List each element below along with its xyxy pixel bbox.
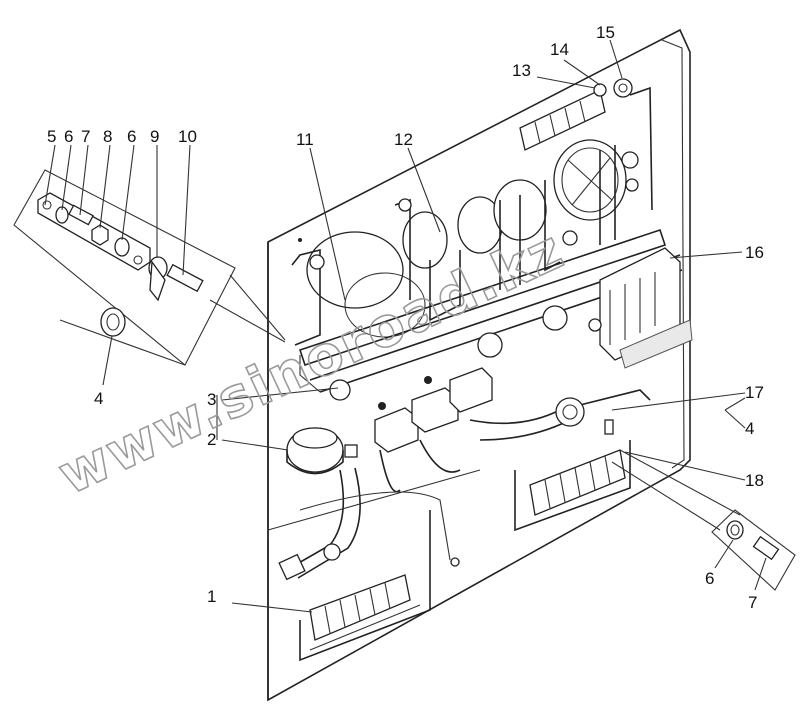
leader-lines	[44, 39, 767, 613]
callout-1: 1	[207, 587, 216, 606]
connector-bank-right	[514, 440, 631, 532]
gauge-cluster	[291, 139, 639, 346]
callout-11: 11	[296, 130, 314, 149]
control-unit	[477, 247, 693, 369]
callout-14: 14	[550, 40, 569, 59]
callout-8: 8	[103, 127, 112, 146]
connector-bank-lower	[299, 510, 431, 662]
callout-2: 2	[207, 430, 216, 449]
callout-12: 12	[394, 130, 413, 149]
callout-15: 15	[596, 23, 615, 42]
buzzer-assembly	[286, 379, 358, 475]
callout-4: 4	[94, 389, 103, 408]
fastener-inset-right	[611, 449, 796, 591]
callout-5: 5	[47, 127, 56, 146]
fastener-inset-left	[13, 169, 286, 366]
callout-labels: 1 2 3 4 5 6 7 8 6 9 10 11 12 13 14 15 16…	[47, 23, 764, 612]
callout-10: 10	[178, 127, 197, 146]
callout-4b: 4	[745, 419, 754, 438]
callout-18: 18	[745, 471, 764, 490]
instrument-panel-board	[267, 28, 691, 702]
callout-6c: 6	[705, 569, 714, 588]
callout-16: 16	[745, 243, 764, 262]
callout-9: 9	[150, 127, 159, 146]
terminal-block-top	[519, 78, 653, 211]
callout-17: 17	[745, 383, 764, 402]
callout-3: 3	[207, 390, 216, 409]
callout-13: 13	[512, 61, 531, 80]
callout-6b: 6	[127, 127, 136, 146]
callout-6: 6	[64, 127, 73, 146]
callout-7b: 7	[748, 593, 757, 612]
lower-harness	[278, 389, 651, 581]
relay-group	[374, 367, 493, 453]
callout-7: 7	[81, 127, 90, 146]
